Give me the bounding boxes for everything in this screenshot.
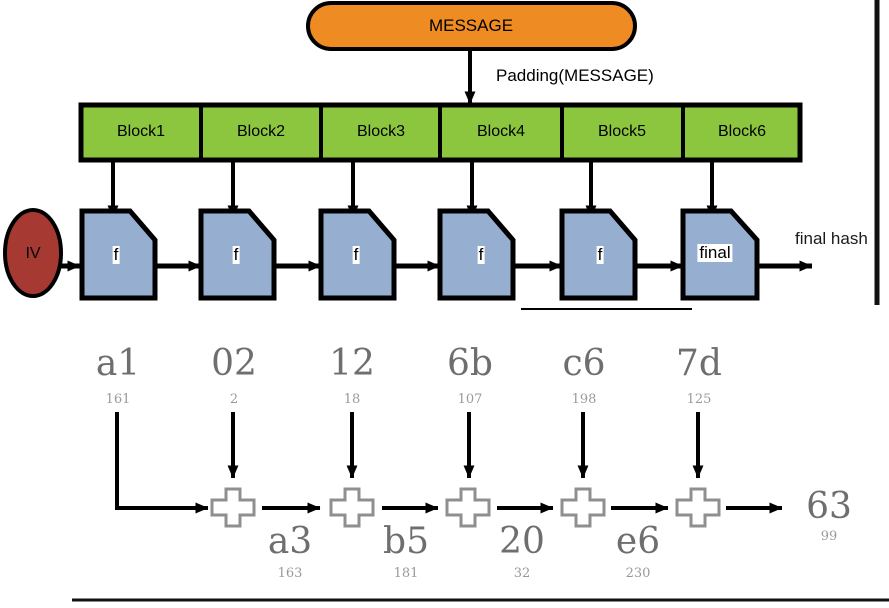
block-label-4: Block4 <box>476 123 526 140</box>
adder-symbol-2 <box>329 487 375 528</box>
compression-label-final: final <box>697 243 733 262</box>
checksum-arrows <box>115 412 783 514</box>
input-hex-6: 7d <box>676 343 722 384</box>
block-label-6: Block6 <box>717 123 767 140</box>
compression-label-3: f <box>352 245 360 264</box>
compression-label-2: f <box>232 245 240 264</box>
block-to-f-arrows <box>107 160 718 219</box>
final-hash-label: final hash <box>795 229 868 248</box>
iv-node <box>3 208 63 298</box>
first-input-elbow-arrow <box>115 412 209 514</box>
input-dec-1: 161 <box>105 392 131 407</box>
intermediate-dec-3: 32 <box>513 566 531 581</box>
blocks-strip <box>78 102 803 163</box>
result-dec: 99 <box>820 529 838 544</box>
intermediate-hex-2: b5 <box>383 521 429 562</box>
block-label-3: Block3 <box>356 123 406 140</box>
compression-functions <box>79 208 760 301</box>
block-label-5: Block5 <box>597 123 647 140</box>
input-hex-2: 02 <box>211 343 257 384</box>
intermediate-dec-2: 181 <box>393 566 419 581</box>
compression-label-5: f <box>596 245 604 264</box>
message-node-label: MESSAGE <box>428 16 514 35</box>
input-hex-1: a1 <box>95 343 141 384</box>
intermediate-dec-4: 230 <box>625 566 651 581</box>
adder-symbols <box>210 487 721 528</box>
input-dec-5: 198 <box>571 392 597 407</box>
padding-label: Padding(MESSAGE) <box>496 66 654 85</box>
intermediate-hex-1: a3 <box>267 521 313 562</box>
input-dec-2: 2 <box>229 392 239 407</box>
intermediate-hex-4: e6 <box>615 521 661 562</box>
iv-node-label: IV <box>25 245 41 262</box>
compression-label-1: f <box>112 245 120 264</box>
input-dec-3: 18 <box>343 392 361 407</box>
compression-trapezoid-4 <box>437 208 516 301</box>
input-dec-4: 107 <box>457 392 483 407</box>
input-hex-3: 12 <box>329 343 375 384</box>
intermediate-hex-3: 20 <box>499 521 545 562</box>
adder-symbol-4 <box>560 487 606 528</box>
adder-symbol-1 <box>210 487 256 528</box>
input-hex-4: 6b <box>447 343 493 384</box>
intermediate-dec-1: 163 <box>277 566 303 581</box>
result-hex: 63 <box>806 486 852 527</box>
adder-symbol-5 <box>675 487 721 528</box>
input-hex-5: c6 <box>562 343 606 384</box>
input-dec-6: 125 <box>686 392 712 407</box>
block-label-1: Block1 <box>116 123 166 140</box>
adder-symbol-3 <box>445 487 491 528</box>
block-label-2: Block2 <box>236 123 286 140</box>
compression-label-4: f <box>477 245 485 264</box>
